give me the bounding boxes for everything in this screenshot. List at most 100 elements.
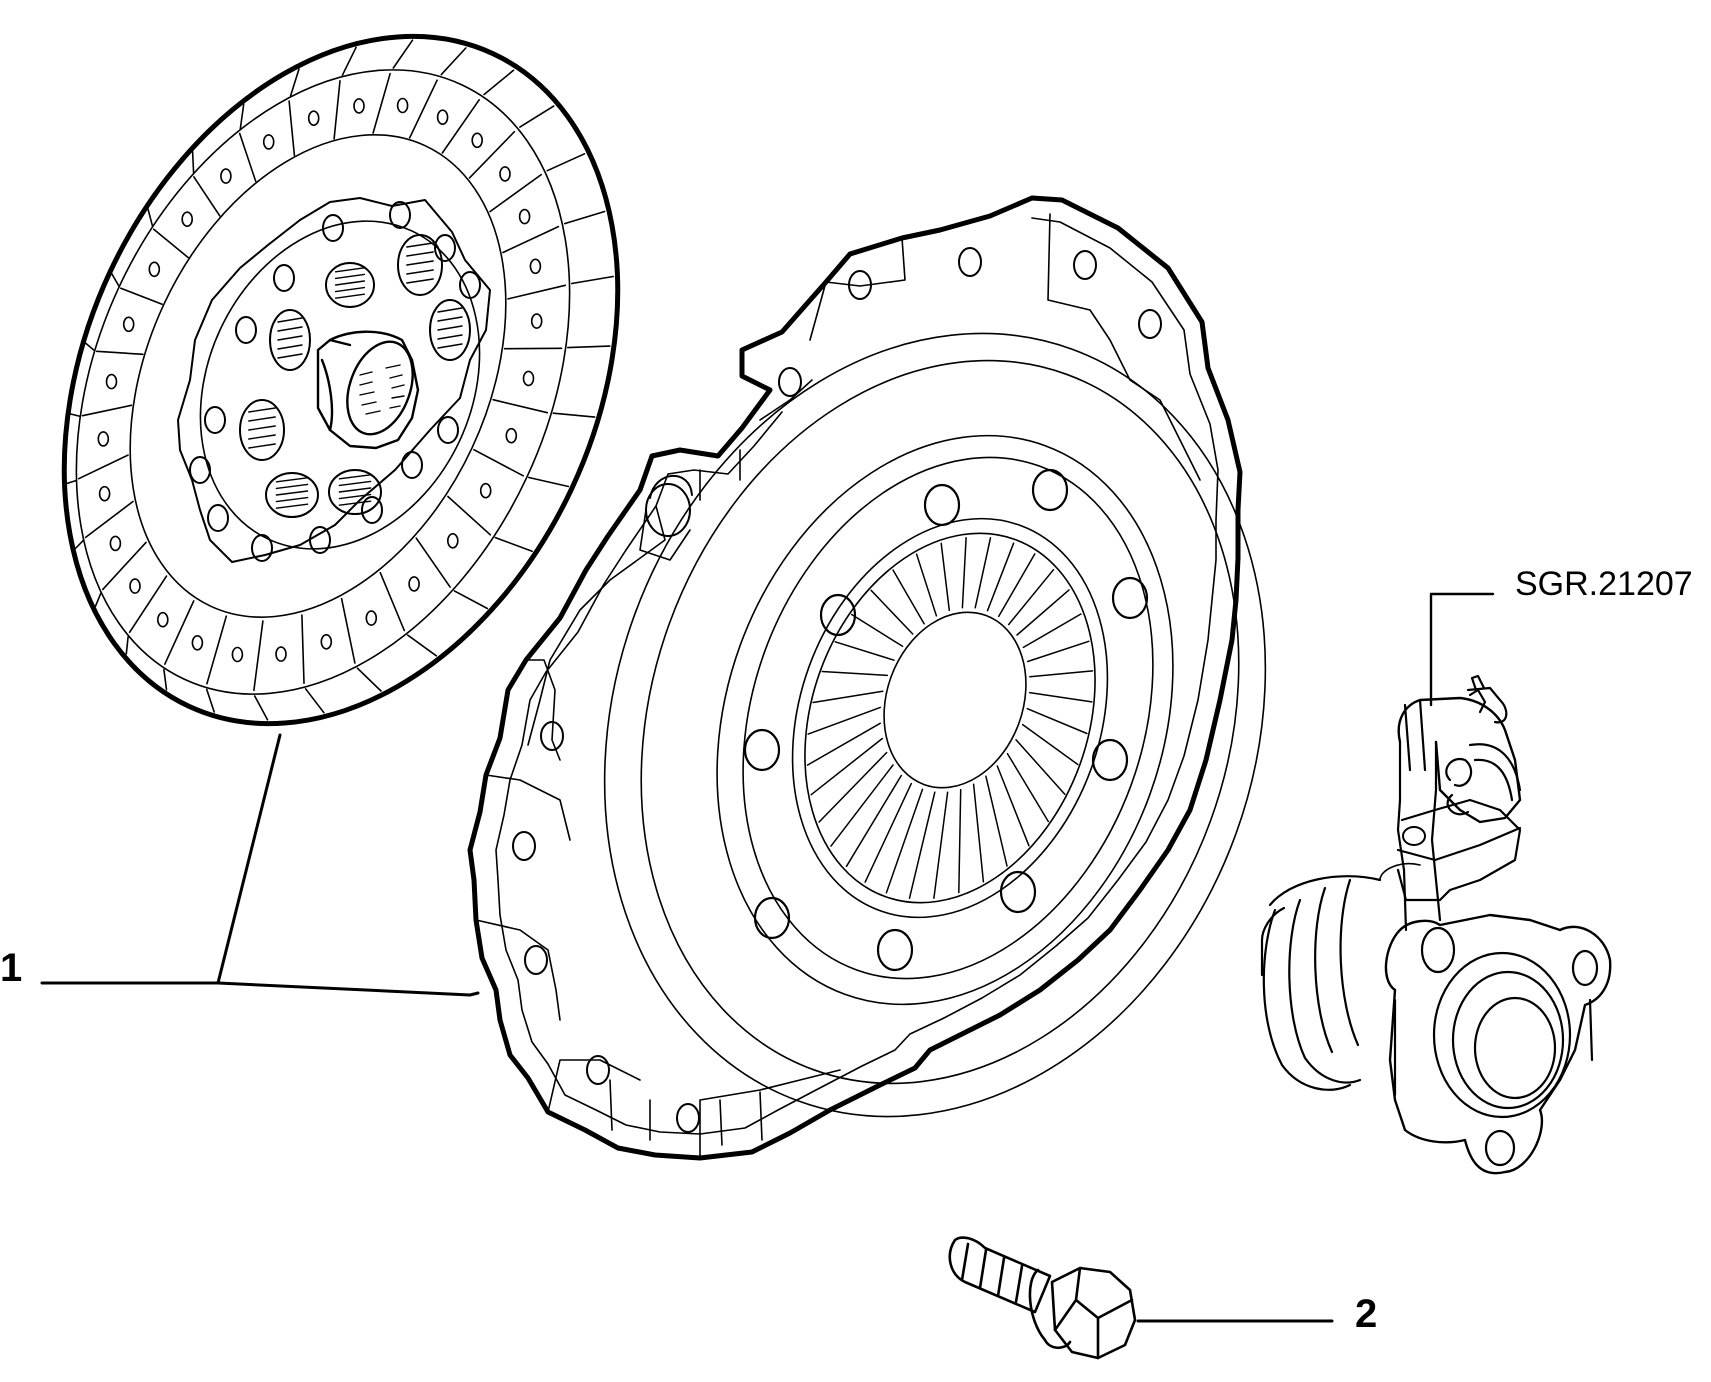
diaphragm-finger (910, 792, 935, 898)
segment-divider (207, 689, 215, 712)
diaphragm-finger (1009, 570, 1054, 625)
spring-coil (278, 318, 302, 322)
spring-coil (339, 488, 370, 492)
diaphragm-finger (1008, 754, 1049, 822)
segment-divider (416, 538, 450, 587)
flange-hole (1139, 310, 1161, 338)
spring-coil (249, 435, 275, 439)
rivet (366, 611, 376, 625)
segment-divider (96, 593, 101, 606)
segment-divider (255, 696, 268, 720)
callout-1-leader (42, 735, 478, 995)
rim-mark (610, 1080, 612, 1130)
hub-hole (460, 272, 480, 298)
hydraulic-pipe (1398, 742, 1440, 930)
spring-coil (438, 317, 462, 321)
rivet (158, 613, 168, 627)
hub-hole (205, 407, 225, 433)
segment-divider (302, 615, 304, 683)
spring-coil (249, 426, 275, 430)
damper-spring-body (398, 235, 442, 295)
rivet (481, 484, 491, 498)
diaphragm-finger (941, 543, 949, 610)
spring-coil (249, 444, 275, 448)
plate-bolt-hole (925, 485, 959, 525)
pressure-plate (470, 198, 1373, 1210)
bearing-inner-race (1475, 998, 1555, 1098)
spring-coil (438, 344, 462, 348)
hub-hole (190, 457, 210, 483)
rivet (124, 317, 134, 331)
diaphragm-finger (974, 784, 984, 882)
plate-bolt-hole (745, 730, 779, 770)
segment-divider (75, 540, 83, 548)
segment-divider (490, 175, 541, 212)
rivet (524, 371, 534, 385)
segment-divider (254, 621, 263, 690)
spring-coil (249, 417, 275, 421)
spring-coil (276, 491, 307, 495)
segment-divider (334, 81, 340, 139)
segment-divider (508, 285, 565, 299)
hub-hole (390, 202, 410, 228)
segment-divider (441, 48, 466, 75)
hub-hole (438, 417, 458, 443)
flange-hole (525, 946, 547, 974)
segment-divider (289, 101, 294, 155)
retaining-clip (1468, 688, 1506, 722)
segment-divider (70, 414, 80, 417)
damper-spring-body (270, 310, 310, 370)
cover-rim-marks (610, 450, 762, 1145)
segment-divider (86, 502, 133, 538)
rivet (520, 210, 530, 224)
segment-divider (470, 132, 515, 178)
diaphragm-finger (813, 691, 883, 702)
rivet (221, 169, 231, 183)
diaphragm-finger (886, 789, 922, 893)
spring-coil (407, 243, 433, 247)
damper-spring-body (240, 400, 284, 460)
segment-divider (357, 668, 381, 691)
diaphragm-finger (997, 766, 1029, 846)
rivet (409, 577, 419, 591)
spring-coil (278, 327, 302, 331)
diaphragm-finger (1023, 725, 1078, 765)
rivet (321, 635, 331, 649)
spring-coil (276, 504, 307, 508)
rivet (264, 135, 274, 149)
rivet (438, 110, 448, 124)
flange-hole (779, 368, 801, 396)
spring-coil (336, 268, 365, 272)
diaphragm-finger (934, 792, 948, 898)
spring-coil (249, 408, 275, 412)
segment-divider (154, 229, 188, 257)
flange-hole (513, 832, 535, 860)
diaphragm-finger (852, 615, 903, 647)
damper-spring-body (430, 300, 470, 360)
plate-bolt-hole (755, 898, 789, 938)
segment-divider (568, 346, 610, 348)
segment-divider (83, 405, 132, 415)
segment-divider (410, 80, 437, 138)
spring-coil (407, 261, 433, 265)
rivet (232, 648, 242, 662)
segment-divider (207, 616, 226, 684)
rivet (110, 536, 120, 550)
diaphragm-spring-outer (739, 474, 1161, 962)
callout-2: 2 (1355, 1294, 1377, 1334)
rivet (354, 99, 364, 113)
diaphragm-finger (1027, 709, 1087, 734)
segment-divider (67, 481, 77, 484)
damper-spring (326, 263, 374, 307)
segment-divider (547, 154, 584, 171)
segment-divider (164, 670, 167, 690)
segment-divider (484, 70, 513, 94)
rivet (500, 167, 510, 181)
spring-coil (339, 481, 370, 485)
segment-divider (373, 74, 390, 133)
spring-coil (336, 288, 365, 292)
cover-dowel-boss (640, 476, 692, 560)
reference-code: SGR.21207 (1515, 567, 1693, 601)
plate-bolt-hole (1093, 740, 1127, 780)
damper-spring (398, 235, 442, 295)
